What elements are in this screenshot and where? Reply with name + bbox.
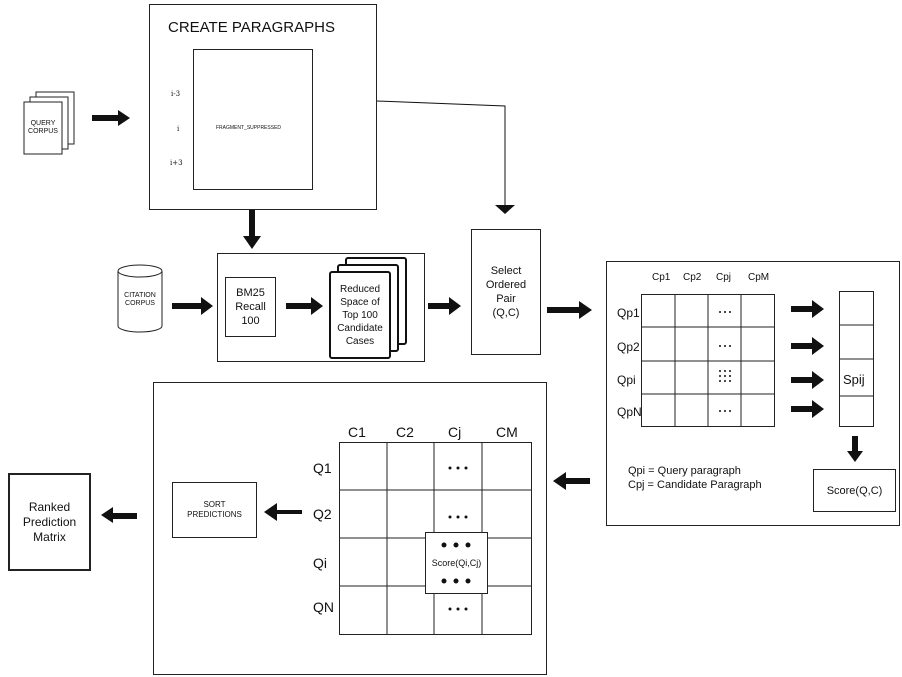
para-row-header-4: QpN bbox=[617, 405, 642, 419]
case-col-header-2: C2 bbox=[396, 424, 414, 440]
case-row-header-3: Qi bbox=[313, 555, 327, 571]
legend-candidate: Cpj = Candidate Paragraph bbox=[628, 479, 762, 491]
arrow-to-ranked bbox=[101, 507, 137, 523]
document-page bbox=[193, 49, 313, 190]
thin-connector bbox=[376, 100, 506, 205]
para-matrix-grid bbox=[641, 294, 775, 427]
arrow-query-to-create bbox=[92, 110, 130, 126]
para-col-headers: Cp1 Cp2 Cpj CpM bbox=[640, 272, 780, 290]
score-cell-dots bbox=[441, 542, 471, 584]
bm25-box: BM25 Recall 100 bbox=[225, 277, 276, 337]
case-row-header-2: Q2 bbox=[313, 506, 332, 522]
arrow-select-to-para bbox=[547, 301, 592, 319]
para-col-header-4: CpM bbox=[748, 272, 770, 283]
para-col-header-1: Cp1 bbox=[652, 272, 671, 283]
paragraph-matrix-panel bbox=[606, 261, 900, 526]
reduced-stack bbox=[329, 257, 407, 359]
retrieval-pipeline-box bbox=[217, 253, 425, 362]
query-corpus-stack bbox=[23, 91, 75, 155]
create-paragraphs-title: CREATE PARAGRAPHS bbox=[168, 19, 335, 36]
para-row-header-3: Qpi bbox=[617, 373, 636, 387]
para-col-header-3: Cpj bbox=[716, 272, 732, 283]
arrow-row2 bbox=[791, 337, 824, 355]
fragment-text: FRAGMENT_SUPPRESSED bbox=[216, 125, 282, 131]
arrow-bm25-to-reduced bbox=[286, 297, 323, 315]
thick-arrows bbox=[92, 110, 863, 523]
case-matrix-panel bbox=[153, 382, 547, 675]
case-col-header-4: CM bbox=[496, 424, 518, 440]
ranked-matrix-box: Ranked Prediction Matrix bbox=[8, 473, 91, 571]
score-column-label: Spij bbox=[843, 372, 865, 387]
case-row-header-4: QN bbox=[313, 599, 334, 615]
arrow-row4 bbox=[791, 400, 824, 418]
arrow-pipeline-to-select bbox=[428, 297, 461, 315]
citation-corpus-label: CITATION CORPUS bbox=[124, 292, 156, 307]
sort-predictions-box: SORT PREDICTIONS bbox=[172, 482, 257, 538]
arrow-row1 bbox=[791, 300, 824, 318]
create-paragraphs-panel: CREATE PARAGRAPHS bbox=[149, 4, 377, 210]
case-col-header-3: Cj bbox=[448, 424, 462, 440]
arrow-score-down bbox=[847, 436, 863, 462]
para-row-header-1: Qp1 bbox=[617, 306, 640, 320]
marker-top: i-3 bbox=[171, 90, 181, 98]
reduced-space-label: Reduced Space of Top 100 Candidate Cases bbox=[337, 283, 383, 347]
marker-bot: i+3 bbox=[170, 159, 183, 167]
arrow-to-case-panel bbox=[553, 472, 590, 490]
query-corpus-label: QUERY CORPUS bbox=[28, 120, 58, 135]
arrow-row3 bbox=[791, 371, 824, 389]
select-pair-box: Select Ordered Pair (Q,C) bbox=[471, 229, 541, 355]
arrow-citation-to-bm25 bbox=[172, 297, 213, 315]
citation-cylinder bbox=[117, 264, 163, 333]
arrow-to-sort bbox=[264, 503, 302, 521]
legend-query: Qpi = Query paragraph bbox=[628, 465, 741, 477]
thin-arrowhead bbox=[495, 205, 515, 214]
score-column bbox=[839, 291, 874, 427]
score-qc-box: Score(Q,C) bbox=[813, 469, 896, 512]
arrow-create-down bbox=[243, 210, 261, 249]
para-col-header-2: Cp2 bbox=[683, 272, 702, 283]
marker-mid: i bbox=[177, 125, 180, 133]
case-col-header-1: C1 bbox=[348, 424, 366, 440]
para-row-header-2: Qp2 bbox=[617, 340, 640, 354]
score-cell-box bbox=[425, 532, 488, 594]
score-cell-label: Score(Qi,Cj) bbox=[431, 558, 482, 568]
case-row-header-1: Q1 bbox=[313, 460, 332, 476]
